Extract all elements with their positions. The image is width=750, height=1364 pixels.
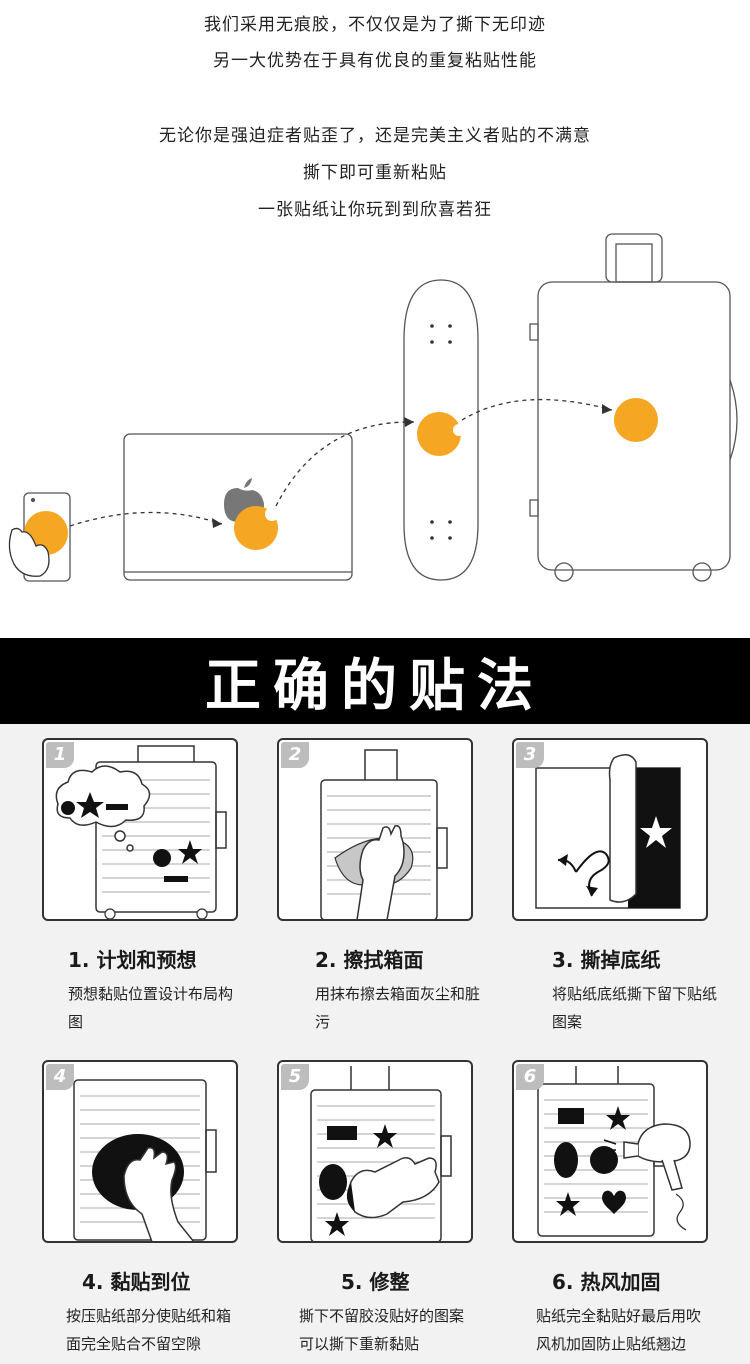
step-1-desc: 预想黏贴位置设计布局构图 (68, 985, 234, 1031)
step-3-desc: 将贴纸底纸撕下留下贴纸图案 (552, 985, 718, 1031)
intro-line-5: 一张贴纸让你玩到到欣喜若狂 (258, 200, 492, 220)
intro-line-2: 另一大优势在于具有优良的重复粘贴性能 (213, 51, 537, 71)
intro-line-3: 无论你是强迫症者贴歪了，还是完美主义者贴的不满意 (159, 126, 591, 146)
step-4-title: 4. 黏贴到位 (82, 1270, 191, 1294)
step-5-desc: 撕下不留胶没贴好的图案可以撕下重新黏贴 (299, 1307, 465, 1353)
suitcase-icon (529, 233, 738, 582)
hair-dryer-icon (623, 1123, 691, 1191)
intro-section: 我们采用无痕胶，不仅仅是为了撕下无印迹 另一大优势在于具有优良的重复粘贴性能 无… (0, 0, 750, 640)
step-1-number: 1 (46, 742, 74, 768)
step-4-number: 4 (46, 1064, 74, 1090)
step-1-illustration: 1 (42, 738, 238, 921)
step-6-desc: 贴纸完全黏贴好最后用吹风机加固防止贴纸翘边 (536, 1307, 702, 1353)
intro-line-1: 我们采用无痕胶，不仅仅是为了撕下无印迹 (204, 15, 546, 35)
laptop-icon (123, 433, 353, 581)
hand-icon (8, 527, 50, 577)
step-6-illustration: 6 (512, 1060, 708, 1243)
skateboard-icon (403, 279, 479, 581)
sticker-journey-illustration (8, 233, 738, 582)
sticker-on-skateboard (417, 412, 461, 456)
step-2-illustration: 2 (277, 738, 473, 921)
steps-section: 1 1. 计划和预想 预想黏贴位置设计布局构图 (0, 724, 750, 1364)
section-banner: 正确的贴法 (0, 638, 750, 724)
step-4-desc: 按压贴纸部分使贴纸和箱面完全贴合不留空隙 (66, 1307, 232, 1353)
step-2-number: 2 (281, 742, 309, 768)
sticker-dots (24, 398, 658, 555)
step-2-title: 2. 擦拭箱面 (315, 948, 424, 972)
step-5-title: 5. 修整 (341, 1270, 410, 1294)
step-3-title: 3. 撕掉底纸 (552, 948, 661, 972)
step-2-desc: 用抹布擦去箱面灰尘和脏污 (315, 985, 481, 1031)
step-6-title: 6. 热风加固 (552, 1270, 661, 1294)
step-5-illustration: 5 (277, 1060, 473, 1243)
step-6-number: 6 (516, 1064, 544, 1090)
step-1-title: 1. 计划和预想 (68, 948, 197, 972)
sticker-on-suitcase (614, 398, 658, 442)
step-3-illustration: 3 (512, 738, 708, 921)
step-5-number: 5 (281, 1064, 309, 1090)
intro-line-4: 撕下即可重新粘贴 (303, 163, 447, 183)
step-4-illustration: 4 (42, 1060, 238, 1243)
step-3-number: 3 (516, 742, 544, 768)
banner-title: 正确的贴法 (205, 653, 545, 719)
